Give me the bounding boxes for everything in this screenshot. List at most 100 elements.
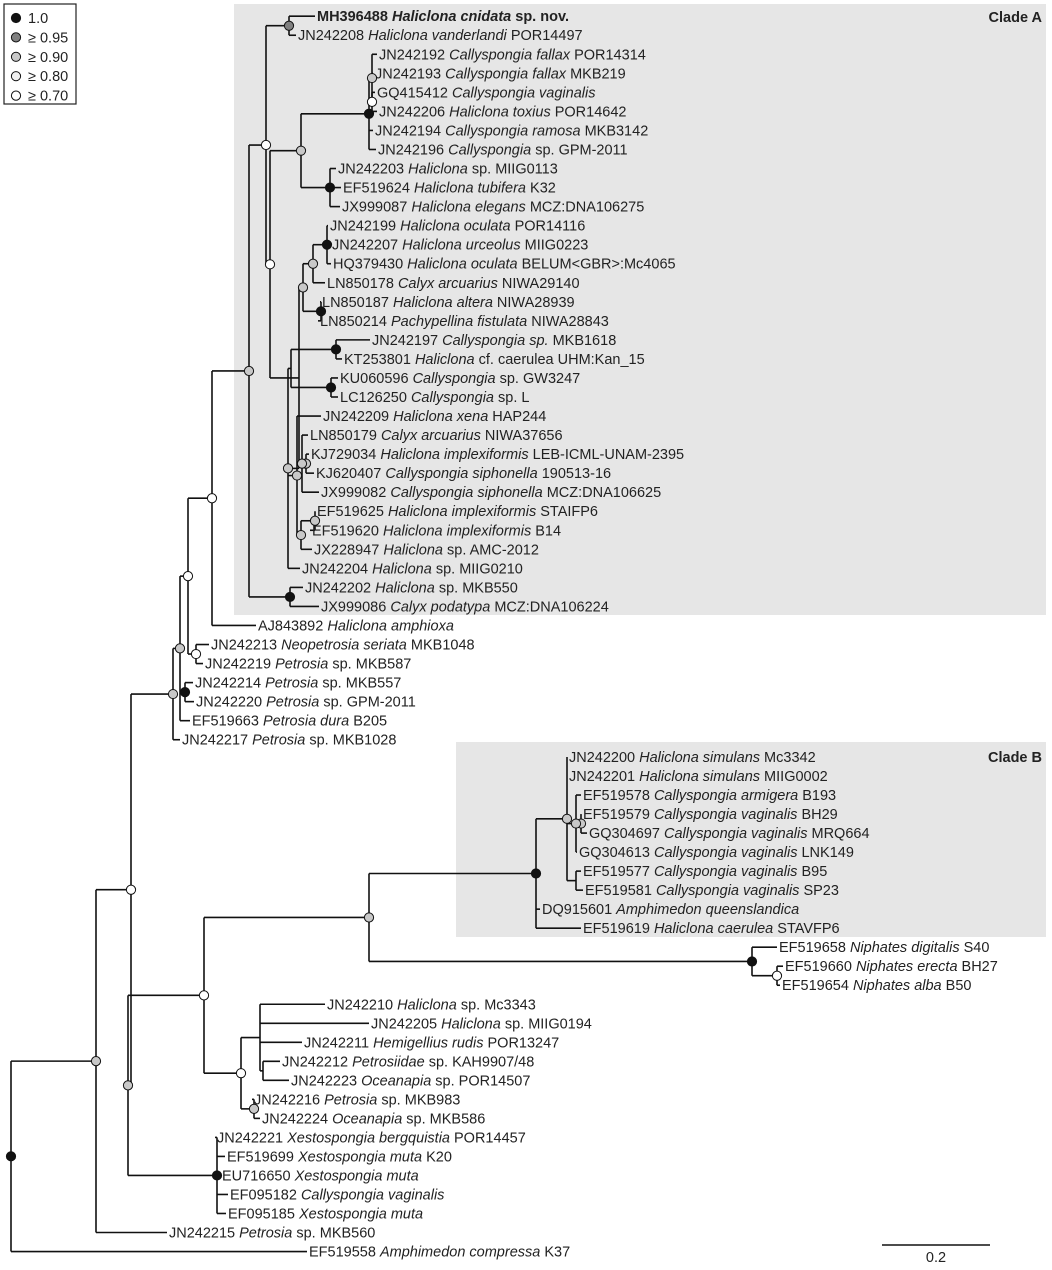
taxon-label: JX228947 Haliclona sp. AMC-2012 — [314, 542, 539, 558]
support-node — [283, 20, 295, 31]
support-node — [5, 1151, 17, 1162]
taxon-label: JN242203 Haliclona sp. MIIG0113 — [338, 162, 558, 178]
support-node — [296, 458, 308, 469]
taxon-label: JN242206 Haliclona toxius POR14642 — [379, 104, 626, 120]
legend-swatch — [10, 90, 22, 101]
support-node — [90, 1056, 102, 1067]
taxon-label: AJ843892 Haliclona amphioxa — [258, 618, 454, 634]
legend-label: ≥ 0.90 — [28, 50, 68, 66]
support-node — [206, 493, 218, 504]
taxon-label: JN242215 Petrosia sp. MKB560 — [169, 1226, 375, 1242]
taxon-label: JN242205 Haliclona sp. MIIG0194 — [371, 1016, 592, 1032]
legend-swatch — [10, 71, 22, 82]
legend: 1.0≥ 0.95≥ 0.90≥ 0.80≥ 0.70 — [3, 3, 77, 105]
support-node — [309, 515, 321, 526]
taxon-label: JN242219 Petrosia sp. MKB587 — [205, 657, 411, 673]
support-node — [325, 382, 337, 393]
support-node — [321, 239, 333, 250]
taxon-label: EF519699 Xestospongia muta K20 — [227, 1149, 452, 1165]
taxon-label: EU716650 Xestospongia muta — [222, 1168, 419, 1184]
support-node — [324, 182, 336, 193]
support-node — [264, 259, 276, 270]
legend-swatch — [10, 12, 22, 24]
taxon-label: JN242204 Haliclona sp. MIIG0210 — [302, 561, 523, 577]
support-node — [330, 344, 342, 355]
taxon-label: JN242221 Xestospongia bergquistia POR144… — [217, 1130, 526, 1146]
clade-b-title: Clade B — [988, 750, 1042, 766]
taxon-label: EF519581 Callyspongia vaginalis SP23 — [585, 883, 839, 899]
support-node — [363, 912, 375, 923]
support-node — [366, 96, 378, 107]
support-node — [198, 990, 210, 1001]
taxon-label: GQ304613 Callyspongia vaginalis LNK149 — [579, 845, 854, 861]
taxon-label: EF519624 Haliclona tubifera K32 — [343, 181, 556, 197]
support-node — [122, 1080, 134, 1091]
clade-b-shade — [456, 742, 1046, 937]
taxon-label: KU060596 Callyspongia sp. GW3247 — [340, 371, 580, 387]
taxon-label: LN850187 Haliclona altera NIWA28939 — [322, 295, 575, 311]
legend-swatch — [10, 32, 22, 43]
taxon-label: JN242224 Oceanapia sp. MKB586 — [262, 1111, 485, 1127]
legend-label: ≥ 0.70 — [28, 89, 68, 105]
taxon-label: JN242193 Callyspongia fallax MKB219 — [375, 66, 626, 82]
taxon-label: JN242217 Petrosia sp. MKB1028 — [182, 733, 396, 749]
support-node — [182, 571, 194, 582]
legend-label: ≥ 0.95 — [28, 30, 68, 46]
taxon-label: JN242201 Haliclona simulans MIIG0002 — [569, 769, 828, 785]
support-node — [746, 956, 758, 967]
support-node — [771, 970, 783, 981]
support-node — [282, 463, 294, 474]
support-node — [167, 688, 179, 700]
taxon-label: EF519658 Niphates digitalis S40 — [779, 940, 989, 956]
taxon-label: GQ415412 Callyspongia vaginalis — [377, 85, 595, 101]
support-node — [190, 648, 202, 660]
support-nodes — [5, 20, 783, 1181]
taxon-label: JX999086 Calyx podatypa MCZ:DNA106224 — [321, 599, 609, 615]
support-node — [125, 884, 137, 895]
support-node — [248, 1103, 260, 1114]
taxon-label: JX999082 Callyspongia siphonella MCZ:DNA… — [321, 485, 661, 501]
support-node — [363, 108, 375, 119]
taxon-label: EF519620 Haliclona implexiformis B14 — [312, 523, 561, 539]
support-node — [284, 591, 296, 603]
taxon-label: DQ915601 Amphimedon queenslandica — [542, 902, 799, 918]
support-node — [291, 470, 303, 481]
taxon-label: JX999087 Haliclona elegans MCZ:DNA106275 — [342, 200, 644, 216]
support-node — [211, 1170, 223, 1181]
taxon-label: JN242200 Haliclona simulans Mc3342 — [569, 750, 816, 766]
taxon-labels: MH396488 Haliclona cnidata sp. nov. JN242… — [169, 9, 998, 1260]
support-node — [295, 529, 307, 541]
taxon-label: JN242212 Petrosiidae sp. KAH9907/48 — [282, 1054, 534, 1070]
taxon-label: LN850179 Calyx arcuarius NIWA37656 — [310, 428, 563, 444]
support-node — [297, 282, 309, 293]
taxon-label: EF519654 Niphates alba B50 — [782, 978, 971, 994]
taxon-label: JN242208 Haliclona vanderlandi POR14497 — [298, 28, 583, 44]
taxon-label: KJ729034 Haliclona implexiformis LEB-ICM… — [311, 447, 684, 463]
taxon-label: MH396488 Haliclona cnidata sp. nov. — [317, 9, 569, 25]
taxon-label: JN242211 Hemigellius rudis POR13247 — [304, 1035, 559, 1051]
legend-swatch — [10, 51, 22, 62]
taxon-label: EF519619 Haliclona caerulea STAVFP6 — [583, 921, 840, 937]
taxon-label: EF095185 Xestospongia muta — [228, 1206, 423, 1222]
taxon-label: JN242216 Petrosia sp. MKB983 — [254, 1092, 460, 1108]
scale-bar-label: 0.2 — [926, 1250, 946, 1266]
taxon-label: EF519578 Callyspongia armigera B193 — [583, 788, 836, 804]
support-node — [366, 72, 378, 84]
clade-a-title: Clade A — [989, 10, 1043, 26]
support-node — [235, 1068, 247, 1079]
support-node — [530, 868, 542, 879]
taxon-label: JN242197 Callyspongia sp. MKB1618 — [372, 333, 616, 349]
taxon-label: EF519558 Amphimedon compressa K37 — [309, 1245, 570, 1261]
taxon-label: JN242213 Neopetrosia seriata MKB1048 — [211, 638, 475, 654]
taxon-label: JN242223 Oceanapia sp. POR14507 — [291, 1073, 530, 1089]
taxon-label: HQ379430 Haliclona oculata BELUM<GBR>:Mc… — [333, 257, 676, 273]
taxon-label: EF519660 Niphates erecta BH27 — [785, 959, 998, 975]
taxon-label: JN242209 Haliclona xena HAP244 — [323, 409, 546, 425]
legend-label: 1.0 — [28, 11, 48, 27]
support-node — [315, 306, 327, 317]
taxon-label: LC126250 Callyspongia sp. L — [340, 390, 529, 406]
taxon-label: EF519577 Callyspongia vaginalis B95 — [583, 864, 827, 880]
support-node — [243, 365, 255, 377]
